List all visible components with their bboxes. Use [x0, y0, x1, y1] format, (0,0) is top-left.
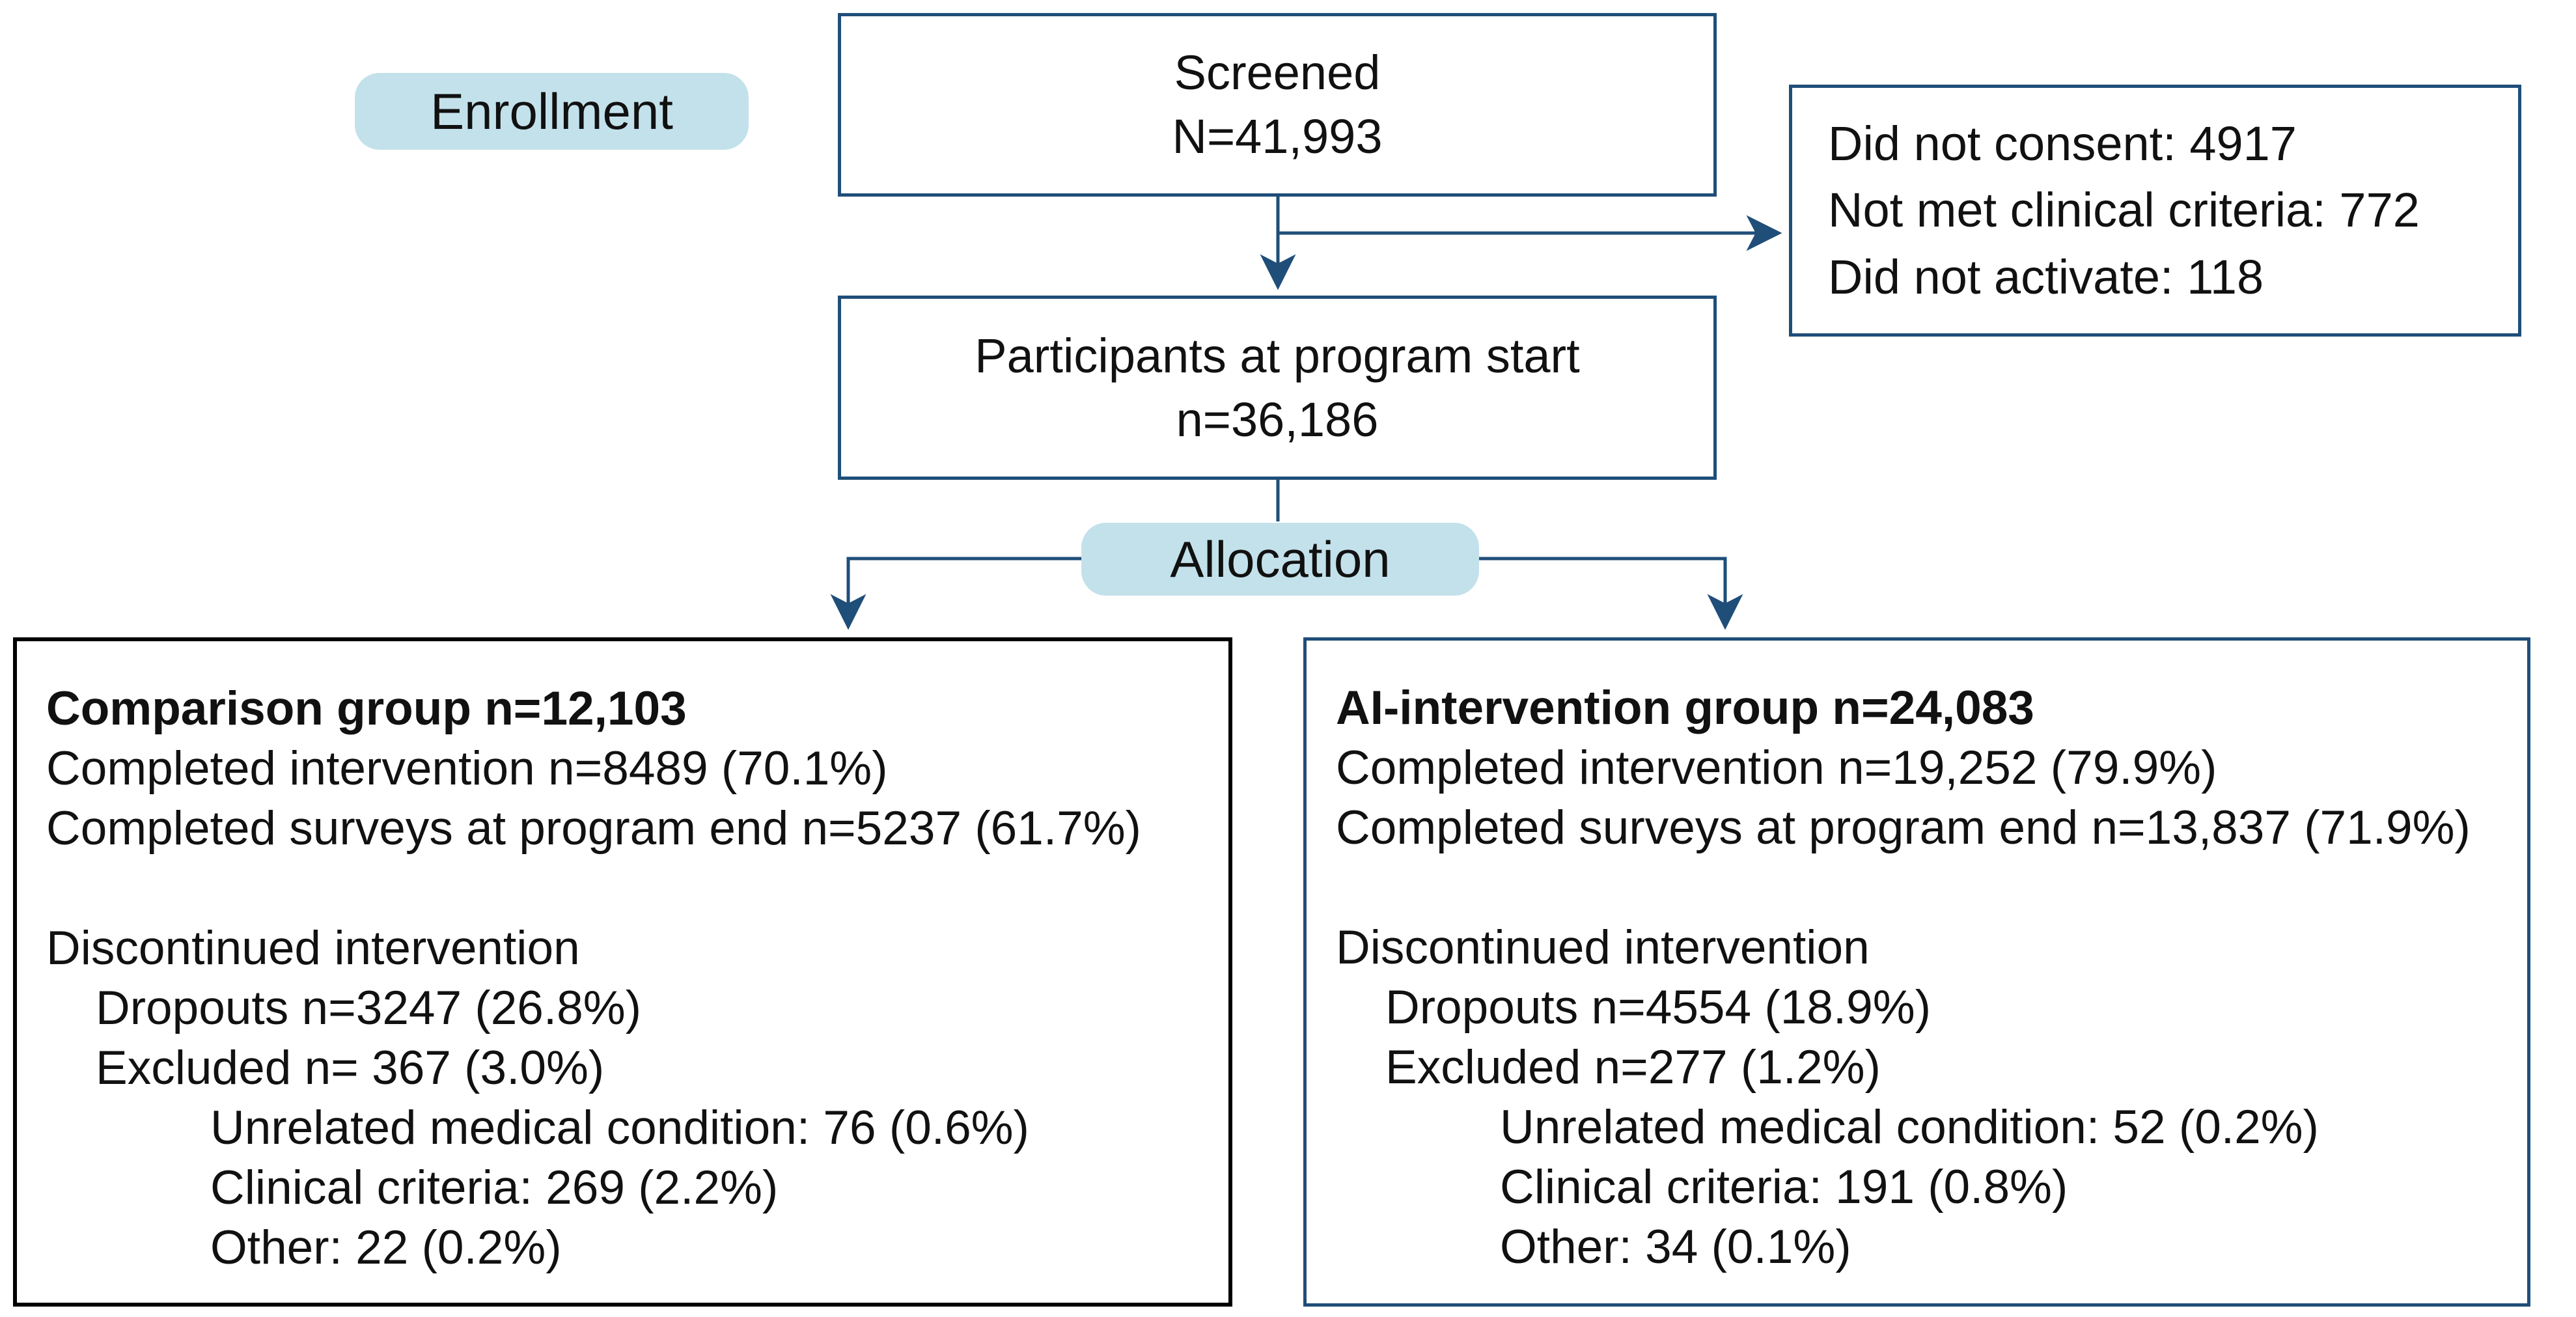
comparison-completed-surveys: Completed surveys at program end n=5237 …: [46, 801, 1141, 855]
comparison-excluded: Excluded n= 367 (3.0%): [96, 1041, 605, 1094]
spacer: [1336, 858, 2498, 918]
comparison-discontinued-header: Discontinued intervention: [46, 921, 580, 975]
enrollment-stage-text: Enrollment: [430, 82, 673, 140]
comparison-reason: Other: 22 (0.2%): [210, 1221, 562, 1274]
allocation-stage-text: Allocation: [1170, 530, 1391, 588]
screened-box: Screened N=41,993: [838, 13, 1717, 197]
ai-completed-surveys: Completed surveys at program end n=13,83…: [1336, 801, 2471, 854]
exclusion-item: Did not activate: 118: [1828, 249, 2264, 304]
ai-reason: Clinical criteria: 191 (0.8%): [1500, 1160, 2068, 1213]
arrow-allocation-to-comparison: [830, 557, 1083, 630]
comparison-completed-intervention: Completed intervention n=8489 (70.1%): [46, 742, 888, 795]
ai-intervention-group-box: AI-intervention group n=24,083 Completed…: [1303, 637, 2530, 1307]
allocation-stage-label: Allocation: [1081, 523, 1479, 596]
ai-discontinued-header: Discontinued intervention: [1336, 921, 1870, 974]
program-start-box: Participants at program start n=36,186: [838, 296, 1717, 480]
program-start-title: Participants at program start: [975, 328, 1580, 383]
arrow-allocation-to-ai: [1478, 557, 1743, 630]
comparison-group-title: Comparison group n=12,103: [46, 682, 687, 735]
ai-excluded: Excluded n=277 (1.2%): [1385, 1040, 1881, 1094]
screened-count: N=41,993: [1172, 109, 1383, 163]
ai-group-title: AI-intervention group n=24,083: [1336, 682, 2034, 734]
ai-dropouts: Dropouts n=4554 (18.9%): [1385, 980, 1932, 1034]
screened-title: Screened: [1174, 46, 1381, 100]
comparison-dropouts: Dropouts n=3247 (26.8%): [96, 981, 642, 1034]
program-start-count: n=36,186: [1176, 392, 1379, 447]
comparison-group-box: Comparison group n=12,103 Completed inte…: [13, 637, 1232, 1307]
enrollment-stage-label: Enrollment: [355, 73, 749, 150]
ai-reason: Unrelated medical condition: 52 (0.2%): [1500, 1100, 2319, 1154]
exclusion-item: Did not consent: 4917: [1828, 117, 2297, 171]
comparison-reason: Unrelated medical condition: 76 (0.6%): [210, 1101, 1029, 1154]
ai-reason: Other: 34 (0.1%): [1500, 1220, 1851, 1273]
ai-completed-intervention: Completed intervention n=19,252 (79.9%): [1336, 741, 2217, 794]
exclusions-box: Did not consent: 4917 Not met clinical c…: [1789, 85, 2521, 337]
comparison-reason: Clinical criteria: 269 (2.2%): [210, 1161, 779, 1214]
exclusion-item: Not met clinical criteria: 772: [1828, 183, 2420, 238]
spacer: [46, 859, 1199, 919]
